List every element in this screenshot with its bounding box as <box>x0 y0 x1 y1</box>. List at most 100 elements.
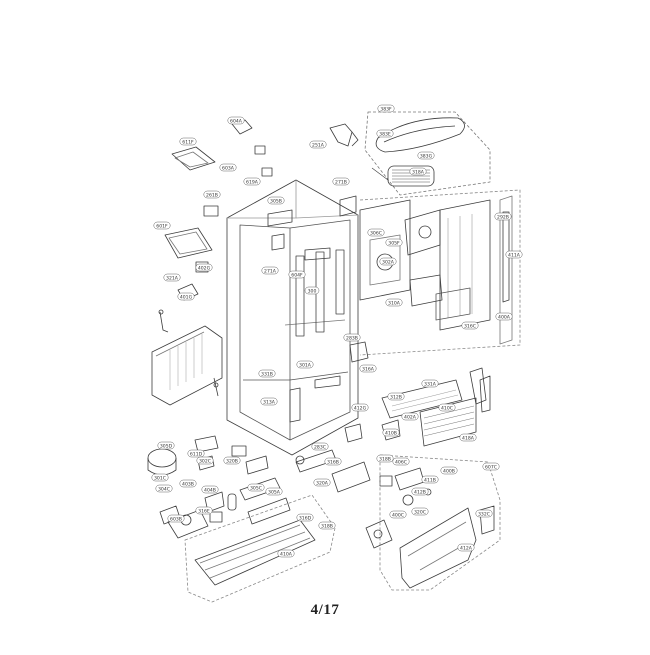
part-label: 271A <box>264 269 277 275</box>
part-label: 304C <box>158 487 170 493</box>
callout-bubble <box>153 221 171 230</box>
part-label: 332C <box>478 512 490 518</box>
part-label: 401G <box>180 295 193 301</box>
callout-bubble <box>151 473 169 482</box>
callout-bubble <box>195 263 213 272</box>
callout-bubble <box>163 273 181 282</box>
callout-bubble <box>376 454 394 463</box>
part-label: 418A <box>462 436 475 442</box>
part-label: 318A <box>412 170 425 176</box>
callout-bubble <box>296 513 314 522</box>
part-label: 300 <box>308 289 317 295</box>
callout-bubble <box>482 462 500 471</box>
callout-bubble <box>411 487 429 496</box>
callout-bubble <box>389 510 407 519</box>
part-label: 283B <box>346 336 358 342</box>
callout-bubble <box>494 212 512 221</box>
callout-bubble <box>177 292 195 301</box>
callout-bubble <box>401 412 419 421</box>
part-label: 301A <box>299 363 312 369</box>
part-label: 406C <box>395 460 407 466</box>
part-label: 305B <box>270 199 282 205</box>
part-label: 383G <box>420 154 433 160</box>
callout-bubble <box>379 257 397 266</box>
part-label: 404B <box>204 488 216 494</box>
part-label: 619A <box>246 180 259 186</box>
part-label: 305F <box>388 241 400 247</box>
callout-bubble <box>359 364 377 373</box>
part-label: 331B <box>261 372 273 378</box>
part-label: 412B <box>414 490 426 496</box>
part-label: 611F <box>182 140 194 146</box>
callout-bubble <box>219 163 237 172</box>
part-label: 383E <box>379 132 391 138</box>
part-label: 411A <box>508 253 521 259</box>
callout-bubble <box>203 190 221 199</box>
part-label: 320C <box>414 510 426 516</box>
callout-bubble <box>421 475 439 484</box>
part-label: 305D <box>160 444 173 450</box>
part-label: 302A <box>382 260 395 266</box>
part-label: 603B <box>170 517 182 523</box>
part-label: 316A <box>362 367 375 373</box>
callout-bubble <box>475 509 493 518</box>
page-number: 4/17 <box>310 602 340 618</box>
part-label: 320B <box>226 459 238 465</box>
callout-bubble <box>461 321 479 330</box>
callout-bubble <box>311 442 329 451</box>
part-label: 283C <box>314 445 326 451</box>
part-label: 318B <box>321 524 333 530</box>
control-box-group <box>365 454 501 591</box>
main-cabinet <box>226 179 369 456</box>
part-label: 410A <box>280 552 293 558</box>
callout-bubble <box>243 177 261 186</box>
side-cover-panel <box>151 325 223 406</box>
callout-bubble <box>417 151 435 160</box>
callout-bubble <box>179 137 197 146</box>
part-label: 261B <box>206 193 218 199</box>
callout-bubble <box>258 369 276 378</box>
callout-bubble <box>288 270 306 279</box>
callout-bubble <box>265 487 283 496</box>
callout-bubble <box>438 403 456 412</box>
callout-bubble <box>421 379 439 388</box>
part-callouts: 383F383E383G318A251A271B611F603A604A619A… <box>151 104 523 558</box>
callout-bubble <box>309 140 327 149</box>
callout-bubble <box>343 333 361 342</box>
part-label: 310A <box>388 301 401 307</box>
callout-bubble <box>392 457 410 466</box>
part-label: 603A <box>222 166 235 172</box>
callout-bubble <box>385 298 403 307</box>
callout-bubble <box>318 521 336 530</box>
part-label: 604F <box>291 273 303 279</box>
part-label: 306C <box>370 231 382 237</box>
part-label: 302C <box>199 459 211 465</box>
part-label: 412G <box>354 406 367 412</box>
part-label: 411B <box>424 478 436 484</box>
callout-bubble <box>385 238 403 247</box>
callout-bubble <box>411 507 429 516</box>
callout-bubble <box>261 266 279 275</box>
part-label: 400A <box>498 315 511 321</box>
part-label: 305A <box>268 490 281 496</box>
callout-bubble <box>313 478 331 487</box>
callout-bubble <box>196 456 214 465</box>
callout-bubble <box>267 196 285 205</box>
part-label: 271B <box>335 180 347 186</box>
base-pan-group <box>184 494 336 603</box>
part-label: 316D <box>299 516 312 522</box>
part-label: 410B <box>385 431 397 437</box>
part-label: 292B <box>497 215 509 221</box>
hinge-cover <box>329 123 359 147</box>
callout-bubble <box>332 177 350 186</box>
part-label: 400C <box>392 513 404 519</box>
part-label: 305C <box>250 486 262 492</box>
part-label: 313A <box>263 400 276 406</box>
part-label: 318B <box>379 457 391 463</box>
part-label: 320A <box>316 481 329 487</box>
callout-bubble <box>195 506 213 515</box>
callout-bubble <box>187 449 205 458</box>
callout-bubble <box>179 479 197 488</box>
